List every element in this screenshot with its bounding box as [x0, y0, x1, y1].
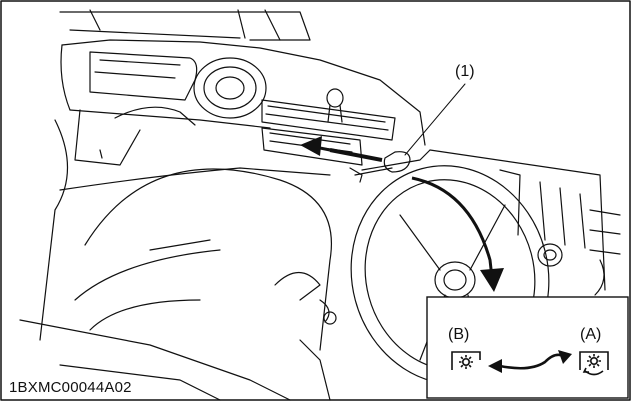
dash-panel: [39, 119, 332, 351]
right-console: [429, 149, 621, 296]
position-b-label: (B): [448, 326, 470, 343]
left-pod: [74, 106, 196, 166]
wiper-intermittent-off-icon: [451, 351, 481, 370]
windshield-frame: [59, 9, 311, 41]
wiper-intermittent-on-icon: [579, 351, 609, 376]
position-a-label: (A): [580, 326, 602, 343]
center-vents: [261, 88, 396, 166]
callout-leader-line: [404, 83, 466, 156]
callout-label: (1): [455, 63, 475, 80]
inset-box: [426, 296, 629, 399]
document-code: 1BXMC00044A02: [9, 379, 132, 396]
round-air-vent: [193, 57, 267, 119]
push-direction-arrow: [300, 136, 383, 162]
curved-double-arrow-icon: [488, 350, 572, 373]
floor-lines: [19, 299, 337, 401]
rotate-direction-arrow: [411, 176, 504, 292]
dashboard-top: [60, 39, 426, 146]
